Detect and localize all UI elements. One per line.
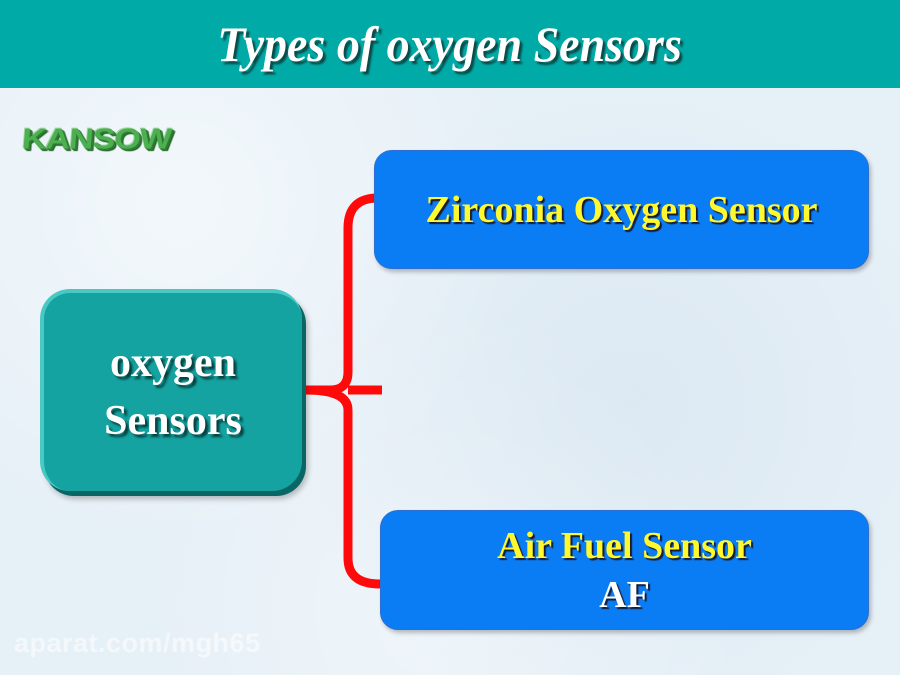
page-title: Types of oxygen Sensors	[217, 16, 683, 72]
child-node-label: Air Fuel Sensor	[497, 525, 752, 567]
child-node-zirconia-sensor: Zirconia Oxygen Sensor	[374, 150, 869, 269]
title-banner: Types of oxygen Sensors	[0, 0, 900, 88]
root-node-line-2: Sensors	[104, 398, 242, 444]
root-node-oxygen-sensors: oxygen Sensors	[40, 289, 302, 491]
root-node-line-1: oxygen	[110, 340, 236, 386]
child-node-air-fuel-sensor: Air Fuel Sensor AF	[380, 510, 869, 630]
child-node-abbreviation: AF	[599, 574, 650, 616]
child-node-label: Zirconia Oxygen Sensor	[425, 188, 818, 231]
watermark: aparat.com/mgh65	[14, 628, 261, 658]
